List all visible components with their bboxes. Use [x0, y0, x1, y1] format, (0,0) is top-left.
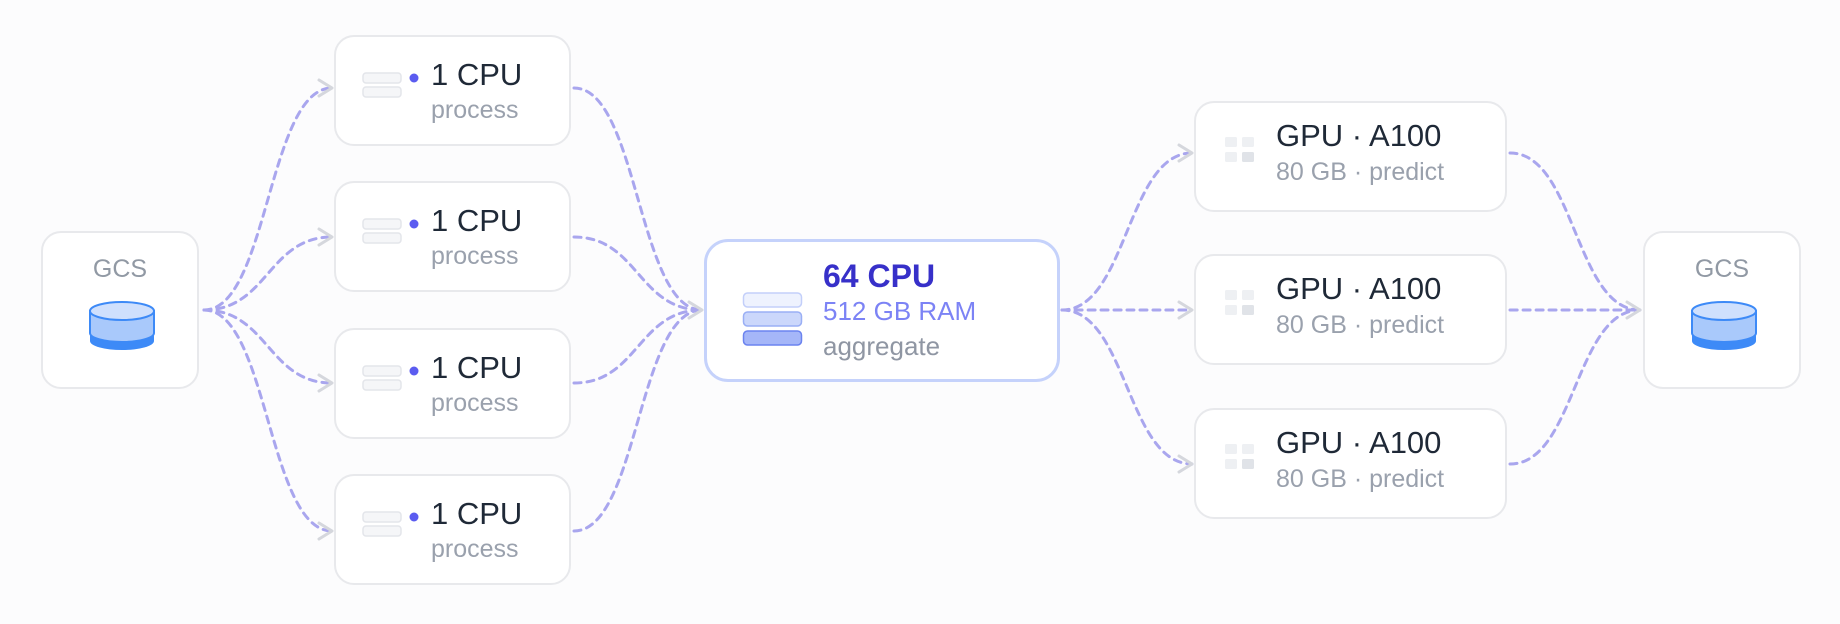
server-rack-icon	[362, 72, 419, 98]
aggregator-subtitle: aggregate	[823, 331, 941, 361]
cpu-title: 1 CPU	[431, 496, 523, 531]
bucket-icon	[89, 301, 155, 350]
cpu-title: 1 CPU	[431, 203, 523, 238]
sink-title: GCS	[1694, 255, 1750, 283]
grid-icon	[1225, 444, 1254, 469]
aggregator-title: 64 CPU	[823, 258, 936, 294]
arrowhead-icon	[687, 300, 704, 320]
server-rack-icon	[362, 511, 419, 537]
gpu-worker-node: GPU · A100 80 GB · predict	[1194, 408, 1507, 519]
grid-icon	[1225, 137, 1254, 162]
arrowhead-icon	[317, 78, 334, 98]
grid-icon	[1225, 290, 1254, 315]
gpu-worker-node: GPU · A100 80 GB · predict	[1194, 254, 1507, 365]
aggregator-memory: 512 GB RAM	[823, 296, 977, 326]
gpu-to-sink-connector	[1508, 151, 1642, 312]
gpu-title: GPU · A100	[1276, 425, 1442, 460]
arrowhead-icon	[317, 521, 334, 541]
cpu-title: 1 CPU	[431, 57, 523, 92]
source-title: GCS	[92, 255, 148, 283]
cpu-worker-node: 1 CPU process	[334, 181, 571, 292]
stacked-server-icon	[742, 292, 803, 346]
cpu-to-aggregator-connector	[572, 235, 704, 312]
source-storage-node: GCS	[41, 231, 199, 389]
gpu-title: GPU · A100	[1276, 118, 1442, 153]
gpu-subtitle: 80 GB · predict	[1276, 158, 1445, 186]
arrowhead-icon	[1177, 143, 1194, 163]
gpu-subtitle: 80 GB · predict	[1276, 465, 1445, 493]
arrowhead-icon	[317, 227, 334, 247]
cpu-worker-node: 1 CPU process	[334, 35, 571, 146]
cpu-to-aggregator-connector	[572, 86, 704, 312]
gpu-worker-node: GPU · A100 80 GB · predict	[1194, 101, 1507, 212]
cpu-subtitle: process	[431, 535, 519, 563]
bucket-icon	[1691, 301, 1757, 350]
source-to-cpu-connector	[202, 308, 334, 533]
arrowhead-icon	[317, 373, 334, 393]
server-rack-icon	[362, 218, 419, 244]
source-to-cpu-connector	[202, 235, 334, 312]
arrowhead-icon	[1177, 300, 1194, 320]
cpu-worker-node: 1 CPU process	[334, 328, 571, 439]
gpu-title: GPU · A100	[1276, 271, 1442, 306]
source-to-cpu-connector	[202, 86, 334, 312]
gpu-to-sink-connector	[1508, 308, 1642, 466]
cpu-to-aggregator-connector	[572, 308, 704, 533]
gpu-subtitle: 80 GB · predict	[1276, 311, 1445, 339]
arrowhead-icon	[1625, 300, 1642, 320]
server-rack-icon	[362, 365, 419, 391]
cpu-to-aggregator-connector	[572, 308, 704, 385]
cpu-title: 1 CPU	[431, 350, 523, 385]
aggregator-to-gpu-connector	[1060, 308, 1194, 466]
cpu-subtitle: process	[431, 242, 519, 270]
aggregator-node: 64 CPU 512 GB RAM aggregate	[704, 239, 1060, 382]
aggregator-to-gpu-connector	[1060, 151, 1194, 312]
sink-storage-node: GCS	[1643, 231, 1801, 389]
arrowhead-icon	[1177, 454, 1194, 474]
source-to-cpu-connector	[202, 308, 334, 385]
cpu-subtitle: process	[431, 389, 519, 417]
cpu-worker-node: 1 CPU process	[334, 474, 571, 585]
cpu-subtitle: process	[431, 96, 519, 124]
